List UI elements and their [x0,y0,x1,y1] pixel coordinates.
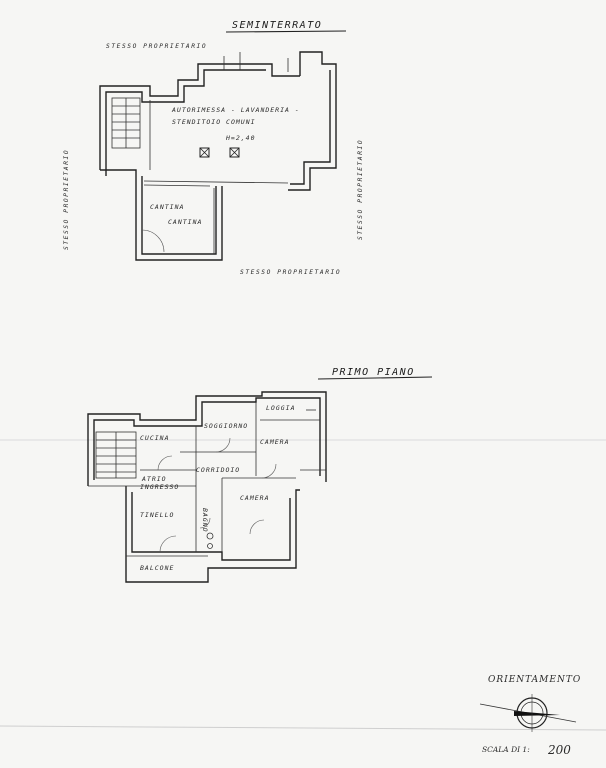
first-floor-walls [87,391,327,583]
first-floor-plan: PRIMO PIANO [87,367,433,583]
basement-title-underline [225,30,347,33]
room-label-camera-2: CAMERA [240,494,269,502]
basement-room-cellar-label-2: CANTINA [168,218,202,226]
room-label-atrio: ATRIO [141,475,167,483]
basement-room-garage-label-1: AUTORIMESSA - LAVANDERIA - [171,106,300,114]
basement-room-garage-label-2: STENDITOIO COMUNI [172,118,256,126]
room-label-bagno: BAGNO [201,508,209,533]
orientation-label: ORIENTAMENTO [488,675,581,685]
basement-pillars [199,147,240,158]
basement-stair [111,97,141,149]
room-label-ingresso: INGRESSO [140,483,179,491]
basement-plan: SEMINTERRATO STESSO PROPRIETARIO STESSO … [63,20,364,276]
scale-label: SCALA DI 1: [482,745,530,754]
first-floor-stair [95,431,137,479]
basement-room-height: H=2,40 [225,134,255,142]
basement-room-cellar-label-1: CANTINA [150,203,184,211]
basement-neighbor-top: STESSO PROPRIETARIO [106,43,207,50]
basement-title: SEMINTERRATO [232,20,322,31]
basement-neighbor-right: STESSO PROPRIETARIO [357,139,364,240]
bath-fixtures [206,532,214,549]
basement-neighbor-bottom: STESSO PROPRIETARIO [240,269,341,276]
orientation-legend: ORIENTAMENTO SCALA DI 1: 200 [479,675,581,757]
cellar-door-swing [141,229,165,253]
scale-value: 200 [547,743,571,757]
room-label-loggia: LOGGIA [266,404,295,412]
basement-neighbor-left: STESSO PROPRIETARIO [63,149,70,250]
room-label-tinello: TINELLO [140,511,174,519]
room-label-soggiorno: SOGGIORNO [204,422,248,430]
room-label-balcone: BALCONE [140,564,174,572]
first-floor-title: PRIMO PIANO [332,367,415,378]
paper-bottom-edge [0,725,606,731]
room-label-corridoio: CORRIDOIO [196,466,240,474]
room-label-camera-1: CAMERA [260,438,289,446]
first-floor-door-swings [157,437,277,553]
basement-walls [99,51,337,261]
first-floor-title-underline [317,376,433,380]
compass-rose-icon [479,694,577,732]
room-label-cucina: CUCINA [140,434,169,442]
